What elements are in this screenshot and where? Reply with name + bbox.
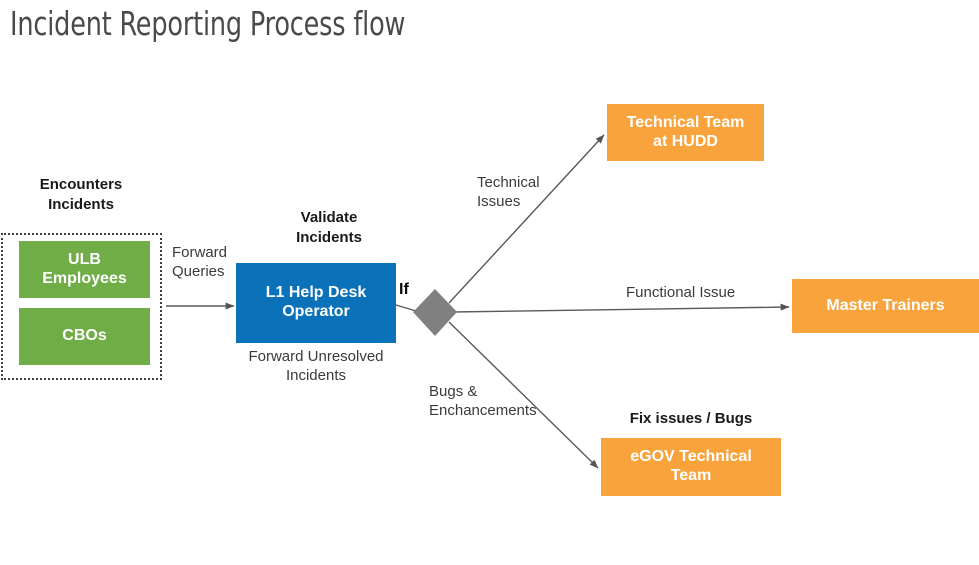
node-ulb-employees[interactable]: ULB Employees bbox=[19, 241, 150, 298]
edge-label-bugs-line2: Enchancements bbox=[429, 401, 537, 419]
decision-label-if: If bbox=[399, 281, 409, 298]
source-group-container bbox=[1, 233, 162, 380]
caption-validate-incidents: Validate Incidents bbox=[249, 208, 409, 247]
connector-decision-to-hudd bbox=[448, 134, 605, 304]
page-title: Incident Reporting Process flow bbox=[10, 4, 406, 43]
edge-label-forward-queries: Forward Queries bbox=[172, 244, 262, 282]
caption-validate-incidents-line1: Validate bbox=[300, 209, 358, 226]
node-egov-technical-team-line2: Team bbox=[670, 467, 712, 484]
edge-label-functional-issue: Functional Issue bbox=[626, 284, 786, 303]
node-cbos-label: CBOs bbox=[62, 327, 107, 345]
node-egov-technical-team[interactable]: eGOV Technical Team bbox=[601, 438, 781, 496]
node-technical-team-at-hudd-line1: Technical Team bbox=[626, 113, 745, 131]
caption-validate-incidents-line2: Incidents bbox=[296, 228, 362, 246]
edge-label-bugs-line1: Bugs & bbox=[429, 383, 478, 400]
node-master-trainers[interactable]: Master Trainers bbox=[792, 279, 979, 333]
node-l1-help-desk-operator[interactable]: L1 Help Desk Operator bbox=[236, 263, 396, 343]
node-l1-help-desk-operator-line2: Operator bbox=[282, 303, 350, 320]
caption-fix-issues-bugs: Fix issues / Bugs bbox=[629, 410, 753, 427]
edge-label-bugs-enchancements: Bugs & Enchancements bbox=[429, 383, 569, 421]
edge-label-forward-unresolved-line2: Incidents bbox=[285, 367, 347, 385]
group-caption-line2: Incidents bbox=[48, 195, 114, 213]
connector-l1-to-decision bbox=[395, 304, 417, 312]
node-ulb-employees-line2: Employees bbox=[42, 269, 127, 287]
edge-label-technical-issues-line2: Issues bbox=[477, 192, 521, 210]
node-master-trainers-label: Master Trainers bbox=[826, 296, 945, 314]
edge-label-forward-unresolved-incidents: Forward Unresolved Incidents bbox=[231, 347, 401, 385]
edge-label-forward-unresolved-line1: Forward Unresolved bbox=[248, 348, 384, 365]
edge-label-technical-issues-line1: Technical bbox=[477, 174, 540, 191]
edge-label-functional-issue-line1: Functional Issue bbox=[626, 284, 736, 301]
edge-label-technical-issues: Technical Issues bbox=[477, 174, 587, 212]
node-egov-technical-team-line1: eGOV Technical bbox=[630, 448, 752, 466]
edge-label-forward-queries-line1: Forward bbox=[172, 244, 228, 261]
connector-decision-to-master bbox=[451, 303, 790, 313]
node-l1-help-desk-operator-line1: L1 Help Desk bbox=[265, 284, 367, 302]
group-caption-encounters-incidents: Encounters Incidents bbox=[6, 175, 156, 214]
node-technical-team-at-hudd[interactable]: Technical Team at HUDD bbox=[607, 104, 764, 161]
decision-diamond[interactable] bbox=[413, 289, 457, 336]
group-caption-line1: Encounters bbox=[39, 176, 123, 193]
node-technical-team-at-hudd-line2: at HUDD bbox=[653, 132, 718, 150]
edge-label-forward-queries-line2: Queries bbox=[172, 262, 225, 280]
node-cbos[interactable]: CBOs bbox=[19, 308, 150, 365]
node-ulb-employees-line1: ULB bbox=[68, 250, 101, 268]
